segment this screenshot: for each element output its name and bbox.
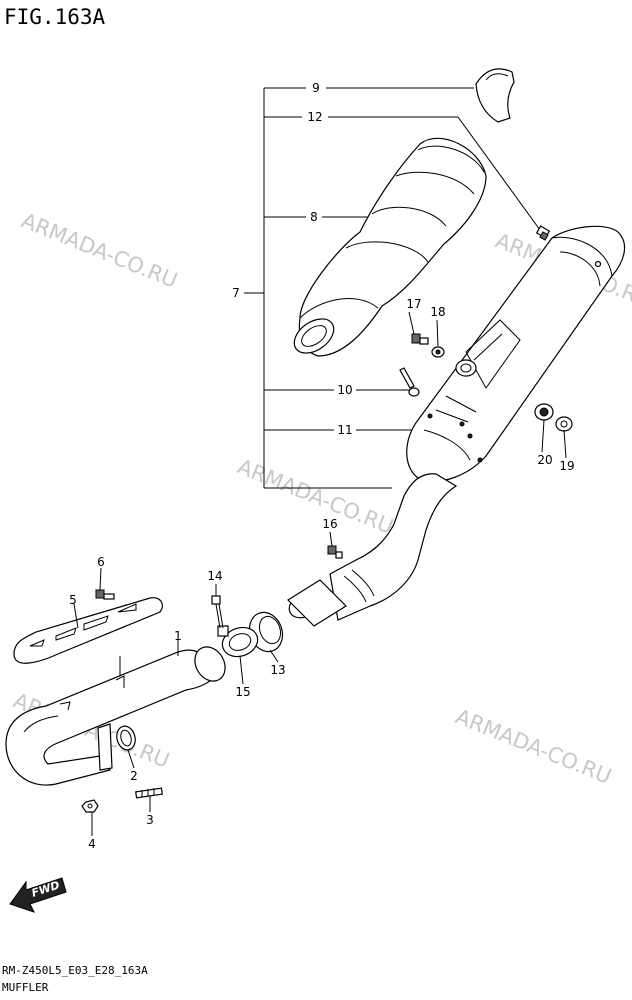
- callout-8: 8: [310, 210, 318, 224]
- bolt-part-16: [327, 545, 343, 559]
- exhaust-pipe-part-1: [5, 646, 226, 786]
- silencer-packing-part-8: [293, 137, 487, 357]
- stud-part-3: [135, 787, 163, 799]
- muffler-body-part-7: [406, 225, 626, 482]
- callout-5: 5: [69, 593, 77, 607]
- watermark-3: ARMADA-CO.RU: [234, 454, 397, 538]
- callout-4: 4: [88, 837, 96, 851]
- callout-14: 14: [207, 569, 222, 583]
- rivet-part-10: [399, 367, 420, 397]
- section-name: MUFFLER: [2, 981, 49, 994]
- callout-11: 11: [337, 423, 352, 437]
- group-bracket-7: [244, 87, 541, 489]
- gasket-part-2: [116, 725, 136, 751]
- heat-shield-part-5: [13, 597, 163, 664]
- collar-part-19: [555, 416, 573, 432]
- callout-18: 18: [430, 305, 445, 319]
- callout-19: 19: [559, 459, 574, 473]
- callout-1: 1: [174, 629, 182, 643]
- callout-10: 10: [337, 383, 352, 397]
- washer-part-18: [431, 346, 445, 358]
- leader-lines: [73, 311, 567, 836]
- diagram-code: RM-Z450L5_E03_E28_163A: [2, 964, 148, 977]
- callout-3: 3: [146, 813, 154, 827]
- callout-16: 16: [322, 517, 337, 531]
- watermark-1: ARMADA-CO.RU: [18, 208, 181, 292]
- callout-2: 2: [130, 769, 138, 783]
- end-cap-screw-part-12: [535, 225, 551, 241]
- callout-17: 17: [406, 297, 421, 311]
- clamp-part-15: [217, 625, 259, 658]
- forward-direction-arrow: FWD: [9, 877, 67, 913]
- figure-title: FIG.163A: [4, 5, 106, 29]
- callout-12: 12: [307, 110, 322, 124]
- callout-13: 13: [270, 663, 285, 677]
- mid-pipe: [287, 473, 458, 627]
- callout-15: 15: [235, 685, 250, 699]
- label-tag-part-9: [475, 68, 515, 123]
- watermark-5: ARMADA-CO.RU: [452, 704, 615, 788]
- collar-bushing: [455, 359, 477, 377]
- grommet-part-20: [534, 403, 554, 421]
- callout-9: 9: [312, 81, 320, 95]
- heat-shield-screw-part-6: [95, 589, 115, 600]
- callout-6: 6: [97, 555, 105, 569]
- bolt-part-17: [411, 333, 429, 345]
- callout-20: 20: [537, 453, 552, 467]
- clamp-bolt-part-14: [211, 595, 224, 629]
- callout-7: 7: [232, 286, 240, 300]
- nut-part-4: [81, 799, 99, 813]
